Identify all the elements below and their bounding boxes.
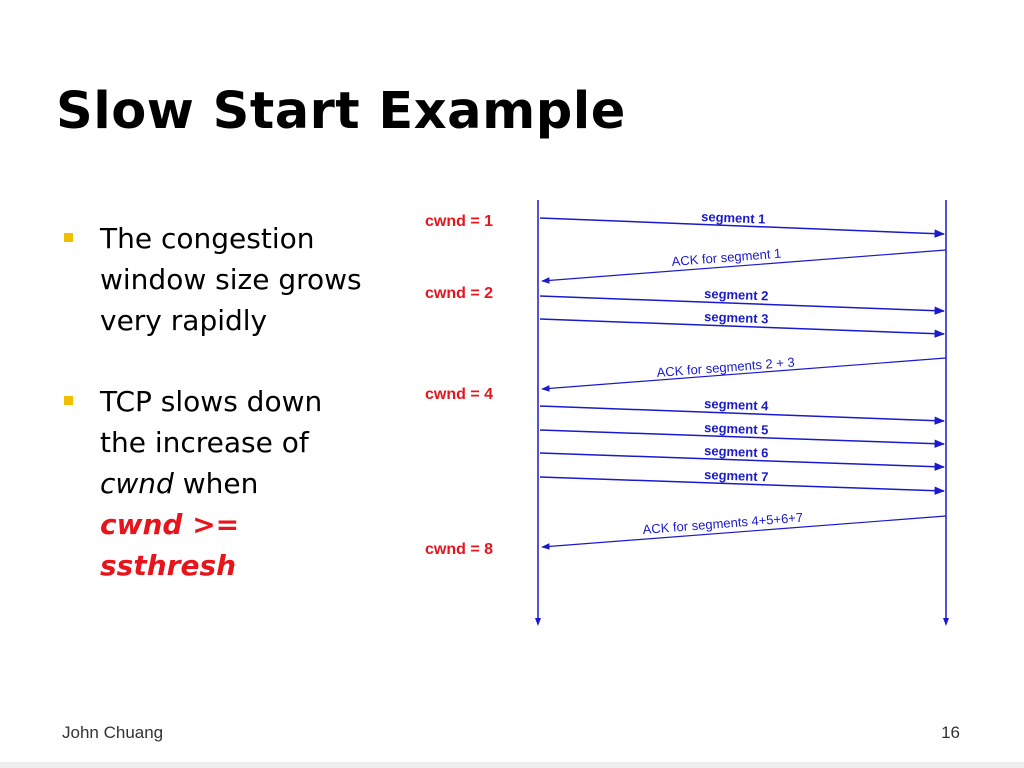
ack-arrow <box>541 515 947 550</box>
bullet-square-icon <box>64 233 73 242</box>
bullet-text-line: TCP slows down <box>100 385 323 418</box>
segment-arrow <box>539 318 946 338</box>
bottom-divider <box>0 762 1024 768</box>
bullet-square-icon <box>64 396 73 405</box>
bullet-list: The congestion window size grows very ra… <box>62 218 402 626</box>
segment-label: segment 5 <box>704 420 769 437</box>
bullet-text-suffix: when <box>173 467 259 500</box>
bullet-item: TCP slows down the increase of cwnd when… <box>62 381 402 586</box>
bullet-highlight-line: ssthresh <box>100 549 237 582</box>
sender-timeline-arrowhead <box>535 618 541 626</box>
segment-label: segment 3 <box>704 309 769 326</box>
bullet-highlight-line: cwnd >= <box>100 508 240 541</box>
ack-label: ACK for segments 2 + 3 <box>656 354 795 380</box>
cwnd-label: cwnd = 8 <box>425 541 493 558</box>
segment-label: segment 2 <box>704 286 769 303</box>
cwnd-term: cwnd <box>100 467 174 500</box>
cwnd-label: cwnd = 4 <box>425 386 493 403</box>
bullet-text-line: The congestion <box>100 222 315 255</box>
ack-label: ACK for segment 1 <box>671 246 782 269</box>
cwnd-label: cwnd = 2 <box>425 285 493 302</box>
segment-arrow <box>539 217 946 238</box>
bullet-item: The congestion window size grows very ra… <box>62 218 402 341</box>
segment-arrow <box>539 429 946 448</box>
bullet-text-line: the increase of <box>100 426 309 459</box>
ack-arrow <box>541 357 947 392</box>
cwnd-label: cwnd = 1 <box>425 213 493 230</box>
receiver-timeline-arrowhead <box>943 618 949 626</box>
segment-label: segment 4 <box>704 396 770 413</box>
ack-arrow <box>541 249 947 284</box>
bullet-text-line: cwnd when <box>100 463 402 504</box>
page-title: Slow Start Example <box>56 82 626 141</box>
segment-label: segment 7 <box>704 467 769 484</box>
segment-arrow <box>539 476 946 495</box>
segment-arrow <box>539 452 946 471</box>
footer-author: John Chuang <box>62 723 164 742</box>
bullet-text-line: window size grows <box>100 263 362 296</box>
segment-arrow <box>539 295 946 315</box>
segment-arrow <box>539 405 946 425</box>
segment-label: segment 6 <box>704 443 769 460</box>
segment-label: segment 1 <box>701 209 766 227</box>
page-number: 16 <box>941 723 960 742</box>
bullet-text-line: very rapidly <box>100 304 268 337</box>
